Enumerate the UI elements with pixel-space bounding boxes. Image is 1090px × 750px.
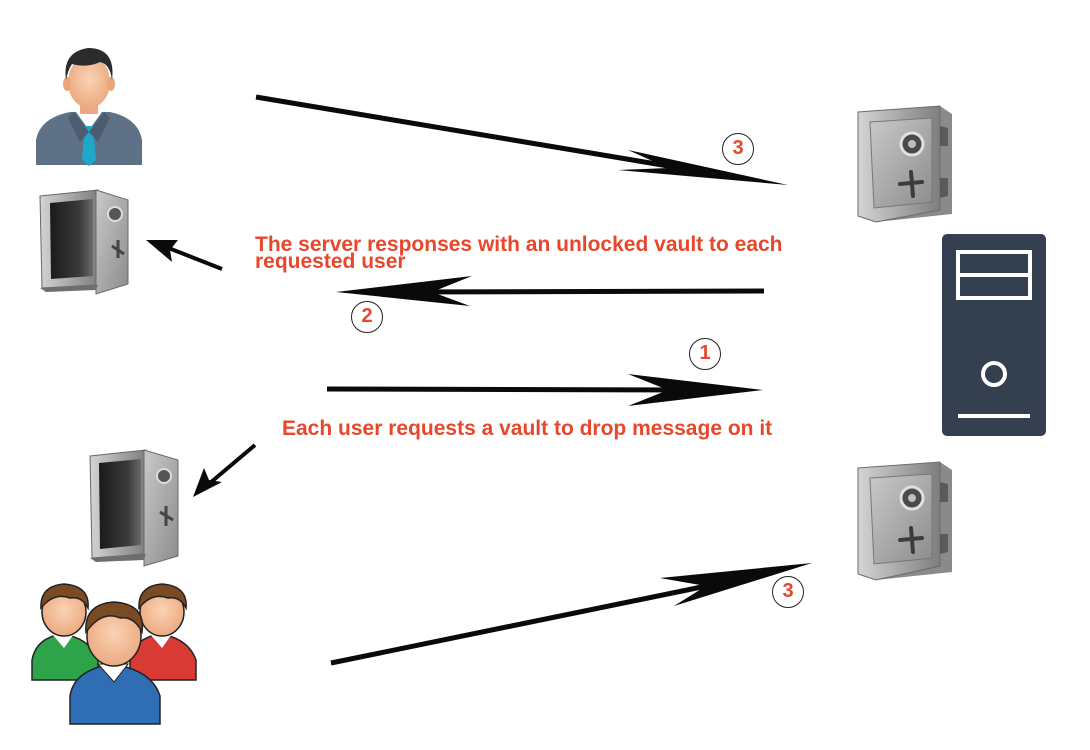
arrow-to-open-vault-top bbox=[146, 240, 223, 271]
user-group-icon bbox=[31, 583, 197, 725]
closed-vault-icon bbox=[857, 461, 952, 581]
arrow-user-request bbox=[326, 374, 763, 406]
arrow-group-to-vault bbox=[330, 563, 812, 666]
arrow-server-response bbox=[336, 276, 765, 306]
arrow-user-to-vault bbox=[255, 94, 788, 185]
arrow-to-open-vault-bottom bbox=[193, 443, 257, 497]
step-badge-2: 2 bbox=[351, 301, 383, 333]
single-user-icon bbox=[36, 48, 142, 166]
closed-vault-icon bbox=[857, 105, 952, 223]
server-response-caption: The server responses with an unlocked va… bbox=[255, 233, 783, 273]
step-badge-3-top: 3 bbox=[722, 133, 754, 165]
open-vault-icon bbox=[89, 449, 179, 567]
step-badge-3-bottom: 3 bbox=[772, 576, 804, 608]
open-vault-icon bbox=[39, 189, 129, 295]
server-tower-icon bbox=[942, 234, 1046, 436]
user-request-caption: Each user requests a vault to drop messa… bbox=[282, 417, 773, 440]
step-badge-1: 1 bbox=[689, 338, 721, 370]
